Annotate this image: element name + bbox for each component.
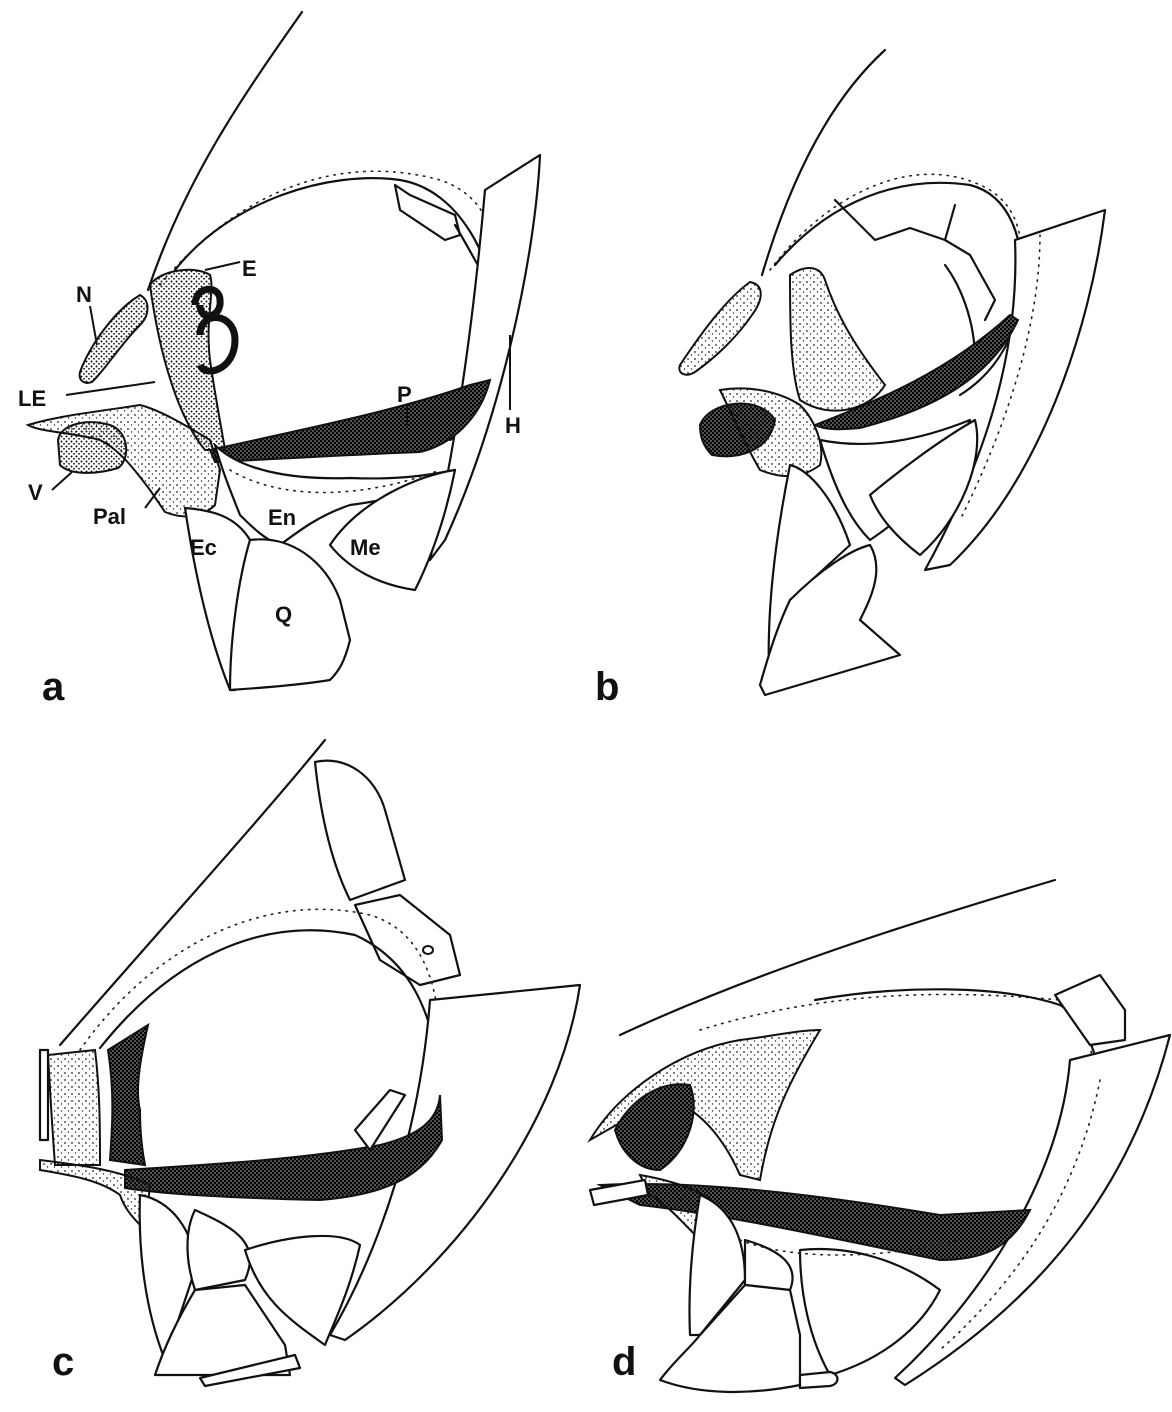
skull-roof-b — [762, 50, 885, 275]
hyomandibula-d — [895, 1035, 1170, 1385]
V-leader — [52, 472, 72, 490]
ethmoid-b — [790, 268, 885, 411]
label-Me: Me — [350, 535, 381, 560]
panel-b: b — [595, 50, 1105, 709]
endopterygoid-d — [745, 1240, 793, 1290]
skull-roof-c — [60, 740, 325, 1045]
LE-leader — [66, 382, 155, 395]
E-leader — [205, 262, 240, 270]
skull-roof-d — [620, 880, 1055, 1035]
quadrate-d — [660, 1285, 800, 1392]
septum-b1 — [835, 200, 955, 240]
supraoccipital-d — [1055, 975, 1125, 1045]
skull-roof-a — [148, 12, 302, 290]
label-LE: LE — [18, 386, 46, 411]
postorbital-c — [355, 895, 460, 985]
label-Pal: Pal — [93, 504, 126, 529]
frontal-d — [590, 1030, 820, 1180]
label-P: P — [397, 382, 412, 407]
panel-letter-a: a — [42, 665, 65, 709]
parasphenoid-a — [210, 380, 490, 462]
label-H: H — [505, 413, 521, 438]
postorbital-a — [395, 185, 460, 240]
panel-d: d — [590, 880, 1170, 1392]
label-Q: Q — [275, 602, 292, 627]
panel-letter-d: d — [612, 1340, 636, 1384]
nasal-b — [679, 282, 760, 375]
label-Ec: Ec — [190, 535, 217, 560]
supraoccipital-c — [315, 761, 405, 900]
panel-a: N E LE P H V Pal Ec En Me Q a — [18, 12, 540, 709]
panel-c: c — [40, 740, 580, 1386]
label-E: E — [242, 256, 257, 281]
label-En: En — [268, 505, 296, 530]
nasal-rod-c — [40, 1050, 48, 1140]
ethmoid-c — [48, 1050, 100, 1165]
septum-b2 — [945, 240, 995, 320]
endopterygoid-c — [188, 1210, 250, 1290]
label-V: V — [28, 480, 43, 505]
panel-letter-b: b — [595, 665, 619, 709]
panel-letter-c: c — [52, 1340, 74, 1384]
symplectic-d — [800, 1372, 838, 1388]
label-N: N — [76, 282, 92, 307]
lateral-ethmoid-c — [108, 1025, 148, 1165]
N-leader — [90, 306, 97, 345]
